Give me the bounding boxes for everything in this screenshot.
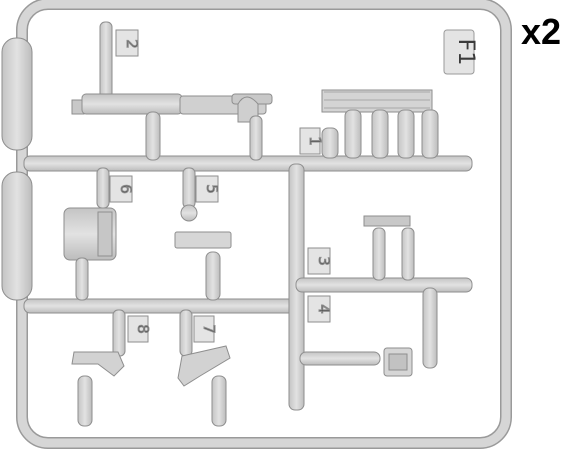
part-number-8: 8 xyxy=(134,324,152,334)
part-8-tripod-leg: 8 xyxy=(71,309,153,427)
frame-pod-upper xyxy=(1,37,33,151)
part-7-tripod-leg: 7 xyxy=(177,309,231,427)
sprue-runners xyxy=(23,155,473,411)
part-number-3: 3 xyxy=(315,256,333,266)
part-number-4: 4 xyxy=(315,304,333,314)
part-number-6: 6 xyxy=(117,184,135,194)
part-number-2: 2 xyxy=(123,39,141,49)
frame-pod-lower xyxy=(1,171,33,301)
part-4-bracket: 4 xyxy=(307,295,413,377)
part-5-mount: 5 xyxy=(174,167,232,301)
part-number-7: 7 xyxy=(200,324,218,334)
part-3-tripod-head: 3 xyxy=(307,215,415,281)
part-1-ammo-belt: 1 xyxy=(299,89,439,159)
part-number-1: 1 xyxy=(306,136,324,146)
quantity-label: x2 xyxy=(521,11,562,52)
part-6-ammo-box: 6 xyxy=(63,167,136,301)
sprue-code: F1 xyxy=(453,39,478,66)
sprue-frame xyxy=(1,0,512,449)
part-number-5: 5 xyxy=(203,184,221,194)
sprue-code-tab: F1 xyxy=(443,29,478,75)
part-2-gun-body: 2 xyxy=(71,21,273,161)
